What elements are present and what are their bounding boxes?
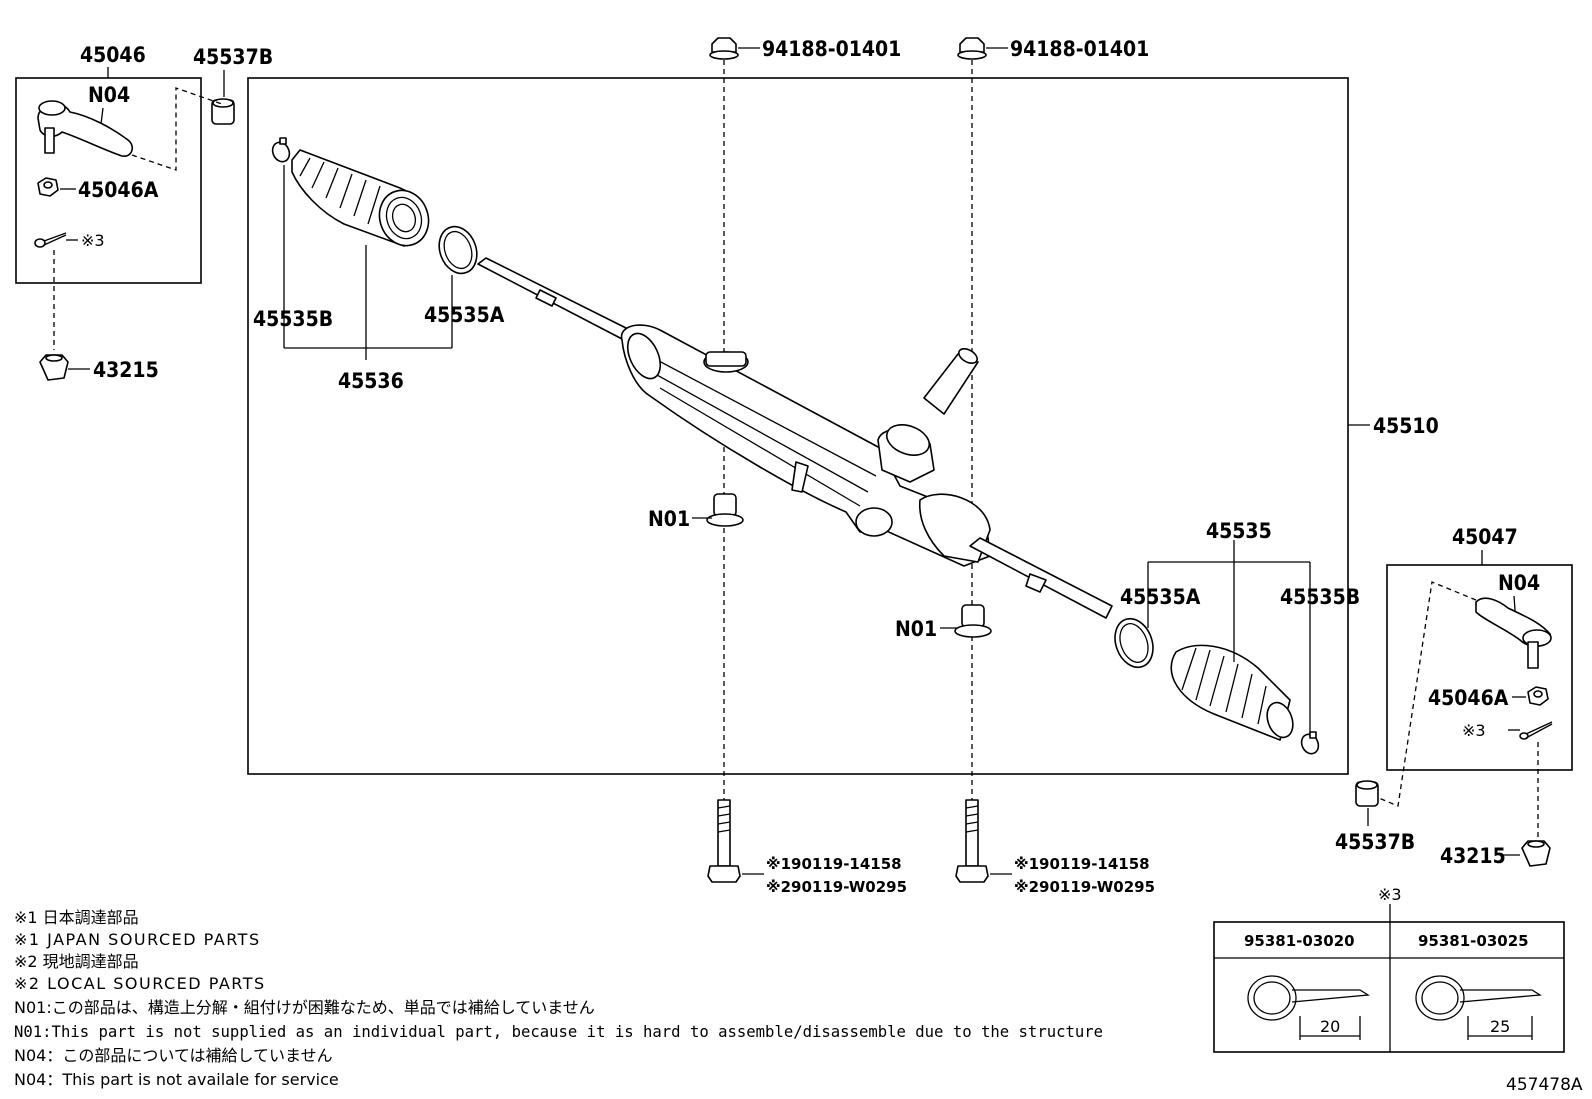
label-45537b-left[interactable]: 45537B — [193, 45, 273, 69]
right-tie-rod-end-group: 45047 N04 45046A ※3 — [1373, 525, 1573, 846]
tie-rod-end-left-icon[interactable] — [37, 100, 134, 157]
label-n04-left[interactable]: N04 — [88, 83, 130, 107]
label-45046a-left[interactable]: 45046A — [78, 178, 159, 202]
bushing-n01-b-icon[interactable] — [954, 604, 992, 638]
note-5: N01:この部品は、構造上分解・組付けが困難なため、単品では補給していません — [14, 998, 595, 1017]
label-45535a-right[interactable]: 45535A — [1120, 585, 1201, 609]
ring-45535a-right-icon[interactable] — [1109, 613, 1160, 672]
ring-45535a-left-icon[interactable] — [433, 221, 483, 278]
label-45510[interactable]: 45510 — [1373, 414, 1439, 438]
label-45535a-left[interactable]: 45535A — [424, 303, 505, 327]
cotter-pin-1-icon — [1247, 975, 1370, 1040]
label-45047[interactable]: 45047 — [1452, 525, 1518, 549]
cotter-pin-right-icon[interactable] — [1519, 721, 1553, 740]
label-45535b-right[interactable]: 45535B — [1280, 585, 1360, 609]
nut-45046a-right-icon[interactable] — [1527, 686, 1549, 706]
steering-gear-assembly-box — [247, 77, 1349, 775]
label-45046[interactable]: 45046 — [80, 43, 146, 67]
pin-2-partno[interactable]: 95381-03025 — [1418, 932, 1529, 950]
label-45536[interactable]: 45536 — [338, 369, 404, 393]
note-2: ※1 JAPAN SOURCED PARTS — [14, 930, 261, 949]
label-bolt-b-2[interactable]: ※290119-W0295 — [1014, 878, 1155, 896]
cotter-pin-table: ※3 95381-03020 95381-03025 20 25 — [1213, 885, 1565, 1053]
label-n04-right[interactable]: N04 — [1498, 571, 1540, 595]
label-n01-a[interactable]: N01 — [648, 507, 690, 531]
tie-rod-end-right-icon[interactable] — [1475, 597, 1552, 669]
nut-94188-b-icon[interactable] — [957, 37, 987, 60]
label-bolt-b-1[interactable]: ※190119-14158 — [1014, 855, 1150, 873]
steering-rack-icon[interactable] — [477, 257, 1113, 619]
label-43215-left[interactable]: 43215 — [93, 358, 159, 382]
bushing-45537b-right-icon[interactable] — [1355, 780, 1379, 807]
label-43215-right[interactable]: 43215 — [1440, 844, 1506, 868]
nut-45046a-left-icon[interactable] — [37, 177, 59, 197]
cotter-pin-2-icon — [1415, 975, 1542, 1040]
label-s3-left[interactable]: ※3 — [81, 231, 105, 250]
bushing-45537b-left-icon[interactable] — [211, 98, 235, 125]
note-4: ※2 LOCAL SOURCED PARTS — [14, 974, 266, 993]
label-bolt-a-2[interactable]: ※290119-W0295 — [766, 878, 907, 896]
cotter-pin-left-icon[interactable] — [34, 232, 67, 248]
label-45537b-right[interactable]: 45537B — [1335, 830, 1415, 854]
label-n01-b[interactable]: N01 — [895, 617, 937, 641]
left-tie-rod-end-group: 45046 45537B N04 45046A ※3 — [15, 43, 273, 382]
label-45535b-left[interactable]: 45535B — [253, 307, 333, 331]
note-7: N04：この部品については補給していません — [14, 1046, 333, 1065]
boot-45535-right-icon[interactable] — [1170, 644, 1297, 741]
boot-45536-left-icon[interactable] — [291, 149, 436, 253]
bolt-a-icon[interactable] — [707, 799, 741, 883]
pin-1-partno[interactable]: 95381-03020 — [1244, 932, 1355, 950]
label-s3-table: ※3 — [1378, 885, 1402, 904]
clamp-45535b-right-icon[interactable] — [1299, 731, 1322, 757]
reference-code: 457478A — [1506, 1075, 1583, 1095]
pin-1-length: 20 — [1320, 1017, 1340, 1036]
bushing-n01-a-icon[interactable] — [706, 493, 744, 527]
notes: ※1 日本調達部品 ※1 JAPAN SOURCED PARTS ※2 現地調達… — [14, 908, 1103, 1089]
note-1: ※1 日本調達部品 — [14, 908, 139, 927]
nut-43215-left-icon[interactable] — [39, 354, 69, 381]
right-tie-rod-end-box — [1386, 564, 1573, 771]
label-s3-right[interactable]: ※3 — [1462, 721, 1486, 740]
bolt-b-icon[interactable] — [955, 799, 989, 883]
nut-43215-right-icon[interactable] — [1521, 840, 1551, 867]
label-94188-01401-a[interactable]: 94188-01401 — [762, 37, 901, 61]
clamp-45535b-left-icon[interactable] — [270, 137, 293, 164]
label-45535[interactable]: 45535 — [1206, 519, 1272, 543]
note-8: N04：This part is not availale for servic… — [14, 1070, 339, 1089]
label-94188-01401-b[interactable]: 94188-01401 — [1010, 37, 1149, 61]
note-6: N01:This part is not supplied as an indi… — [14, 1023, 1103, 1041]
nut-94188-a-icon[interactable] — [709, 37, 739, 60]
note-3: ※2 現地調達部品 — [14, 952, 139, 971]
label-45046a-right[interactable]: 45046A — [1428, 686, 1509, 710]
label-bolt-a-1[interactable]: ※190119-14158 — [766, 855, 902, 873]
pin-2-length: 25 — [1490, 1017, 1510, 1036]
